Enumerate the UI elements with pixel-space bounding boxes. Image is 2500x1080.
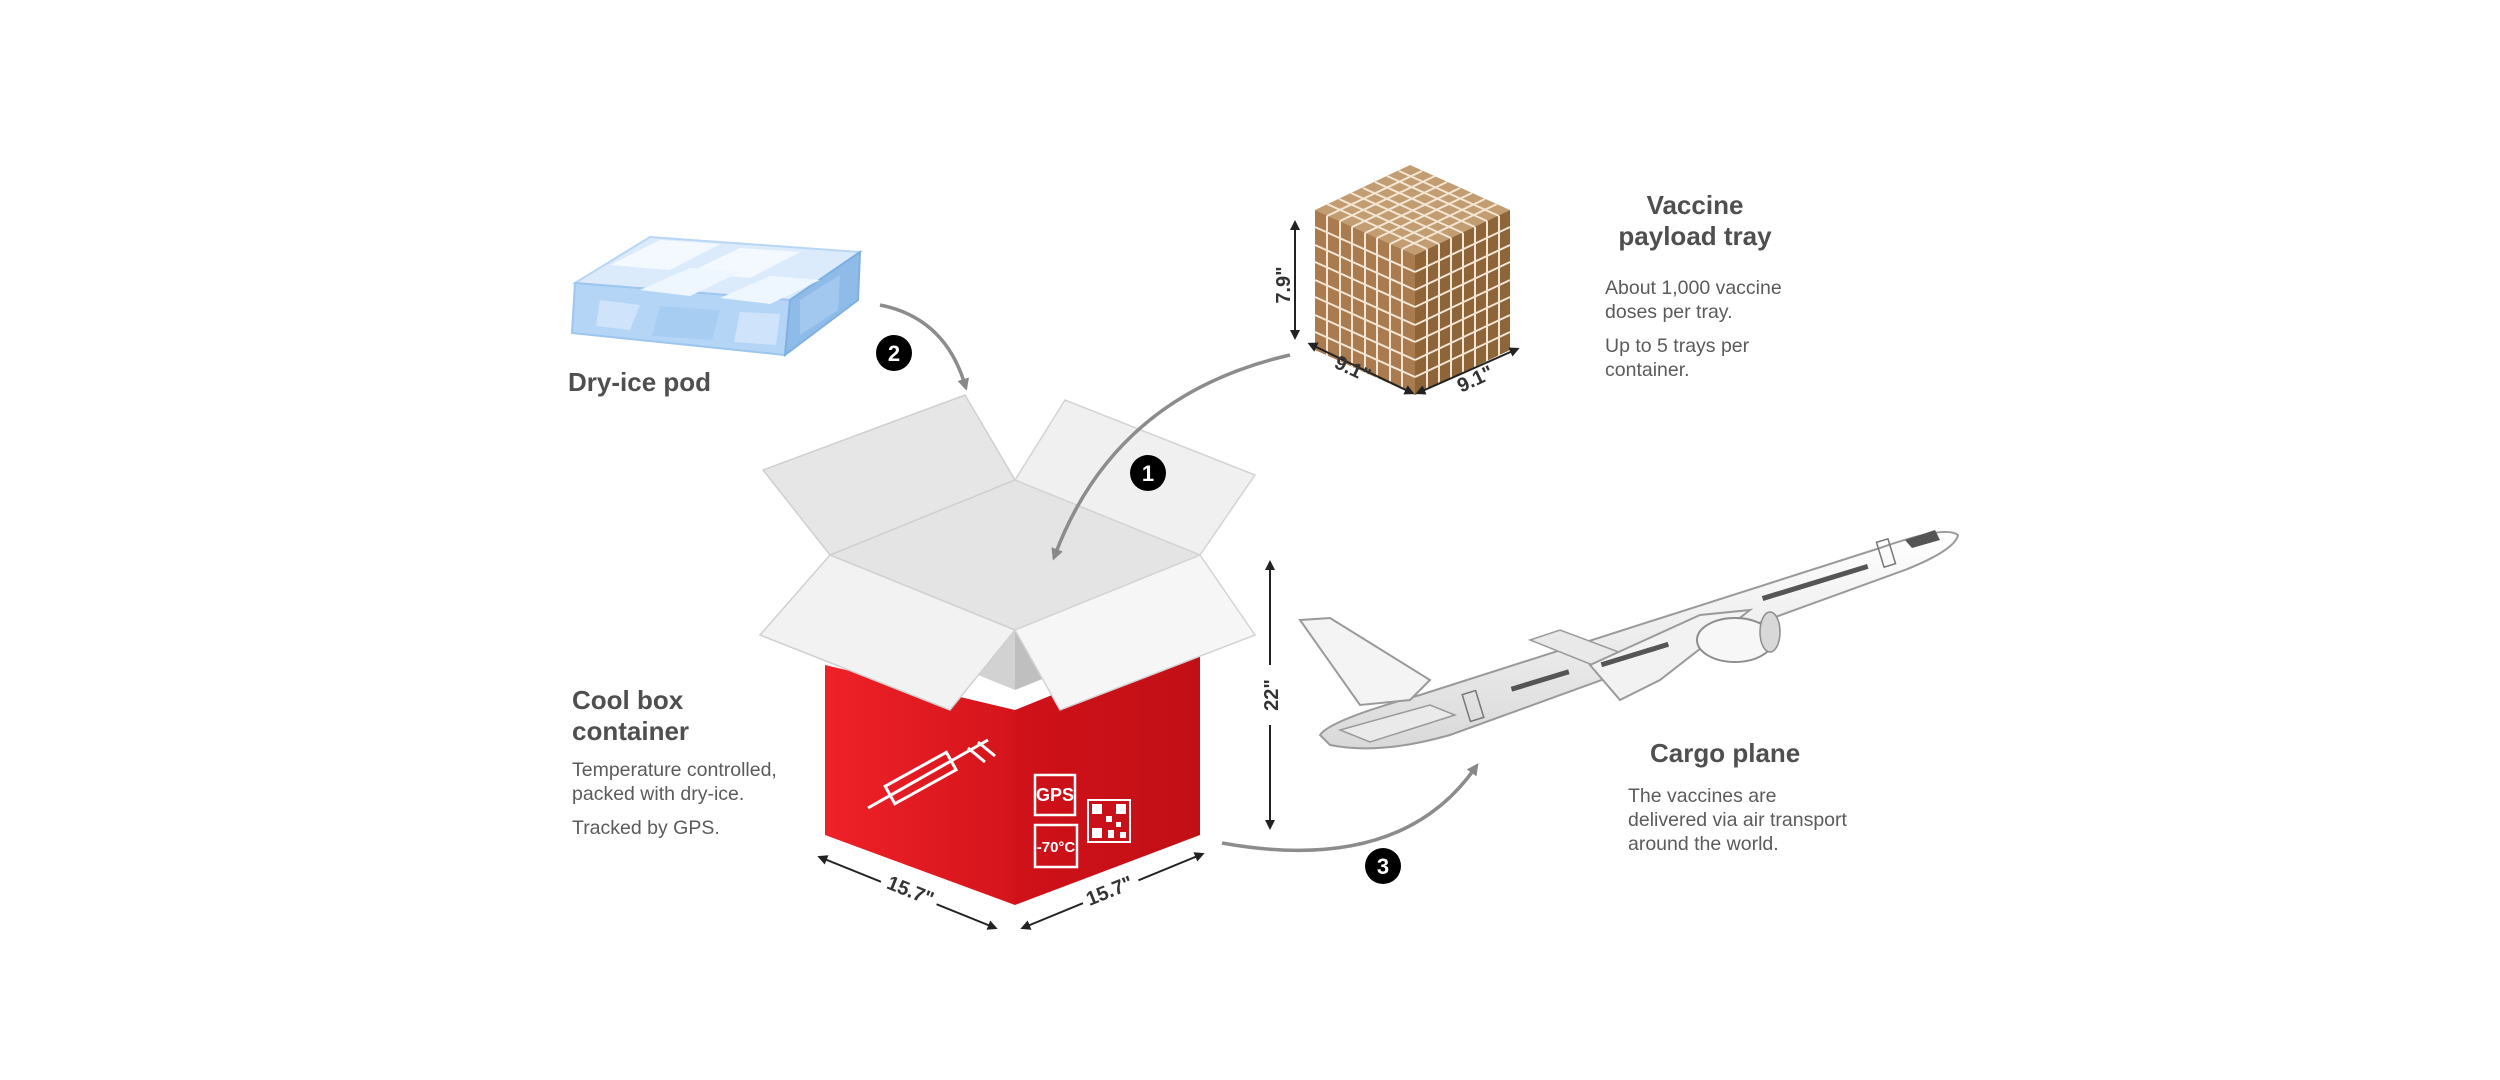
step1-number: 1 bbox=[1142, 461, 1154, 486]
cool-box-desc-line2: packed with dry-ice. bbox=[572, 783, 745, 805]
step1-arrow bbox=[1051, 353, 1291, 561]
step3-number: 3 bbox=[1377, 854, 1389, 879]
step2-marker: 2 bbox=[876, 335, 912, 371]
cargo-plane-description: The vaccines are delivered via air trans… bbox=[1628, 784, 1847, 856]
step2-arrow bbox=[879, 303, 970, 391]
temperature-label: -70°C bbox=[1037, 839, 1076, 856]
dry-ice-title: Dry-ice pod bbox=[568, 367, 712, 397]
payload-tray-desc-line3: Up to 5 trays per bbox=[1605, 335, 1750, 357]
cargo-plane-desc-line1: The vaccines are bbox=[1628, 785, 1777, 807]
payload-tray-desc-line2: doses per tray. bbox=[1605, 301, 1733, 323]
cool-box-title: Cool box container bbox=[572, 685, 689, 747]
step3-arrow bbox=[1221, 763, 1479, 853]
payload-tray-title-line1: Vaccine bbox=[1646, 190, 1744, 220]
dry-ice-pod-illustration bbox=[570, 235, 863, 358]
box-height-dim: 22" bbox=[1261, 679, 1283, 711]
step1-marker: 1 bbox=[1130, 455, 1166, 491]
gps-label: GPS bbox=[1036, 785, 1074, 805]
cool-box-title-line1: Cool box bbox=[572, 685, 684, 715]
gps-label-icon: GPS bbox=[1033, 773, 1077, 817]
payload-tray-desc-line4: container. bbox=[1605, 359, 1690, 381]
cargo-plane-title: Cargo plane bbox=[1650, 738, 1801, 768]
cool-box-illustration: GPS -70°C bbox=[758, 394, 1257, 905]
cool-box-desc-line1: Temperature controlled, bbox=[572, 759, 777, 781]
cool-box-title-line2: container bbox=[572, 716, 690, 746]
payload-tray-desc-line1: About 1,000 vaccine bbox=[1605, 277, 1782, 299]
cargo-plane-desc-line3: around the world. bbox=[1628, 833, 1779, 855]
cool-box-dimensions: 22" 15.7" 15.7" bbox=[817, 560, 1285, 930]
payload-tray-title-line2: payload tray bbox=[1618, 221, 1772, 251]
cargo-plane-desc-line2: delivered via air transport bbox=[1628, 809, 1847, 831]
qr-code-icon bbox=[1087, 799, 1131, 843]
cool-box-description: Temperature controlled,packed with dry-i… bbox=[572, 758, 777, 850]
cool-box-desc-line3: Tracked by GPS. bbox=[572, 817, 720, 839]
step2-number: 2 bbox=[888, 341, 900, 366]
syringe-icon bbox=[867, 738, 996, 810]
step3-marker: 3 bbox=[1365, 848, 1401, 884]
payload-tray-title: Vaccine payload tray bbox=[1590, 190, 1800, 252]
cargo-plane-illustration bbox=[1298, 530, 1960, 750]
tray-height-dim: 7.9" bbox=[1273, 266, 1295, 303]
